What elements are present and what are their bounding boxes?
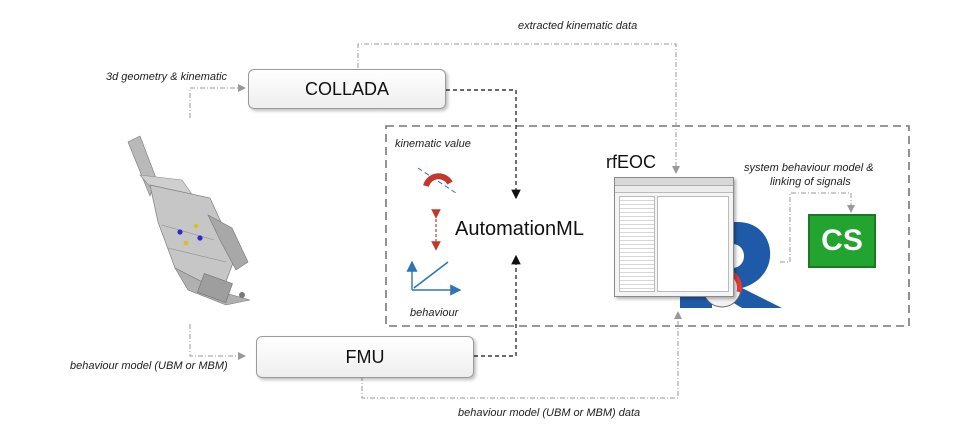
connector-fmu-to-automationml: [474, 254, 521, 357]
label-system-behaviour-line2: linking of signals: [770, 176, 851, 188]
robot-arm-icon: [127, 135, 251, 306]
label-behaviour-model-left: behaviour model (UBM or MBM): [70, 360, 228, 372]
label-system-behaviour-line1: system behaviour model &: [744, 162, 874, 174]
system-boundary: [385, 125, 910, 327]
rotation-arc-icon: [417, 167, 457, 194]
fmu-node: FMU: [256, 336, 474, 378]
label-geometry-kinematic: 3d geometry & kinematic: [106, 71, 228, 83]
cs-node: CS: [808, 214, 876, 268]
collada-node: COLLADA: [248, 69, 446, 109]
label-behaviour-model-data: behaviour model (UBM or MBM) data: [458, 407, 641, 419]
automationml-node: AutomationML: [455, 218, 584, 240]
connector-fmu-to-rlogo: [361, 311, 682, 399]
label-kinematic-value: kinematic value: [395, 138, 471, 150]
label-extracted-kinematic-data: extracted kinematic data: [518, 20, 638, 32]
label-behaviour: behaviour: [410, 307, 459, 319]
connector-collada-to-automationml: [446, 89, 521, 200]
rfeoc-window-icon: [614, 177, 734, 297]
behaviour-graph-icon: [406, 260, 462, 296]
rfeoc-label: rfEOC: [606, 152, 657, 172]
connector-robot-to-collada: [189, 84, 246, 118]
connector-collada-to-rfeoc: [357, 43, 680, 174]
connector-robot-to-fmu: [189, 324, 246, 360]
